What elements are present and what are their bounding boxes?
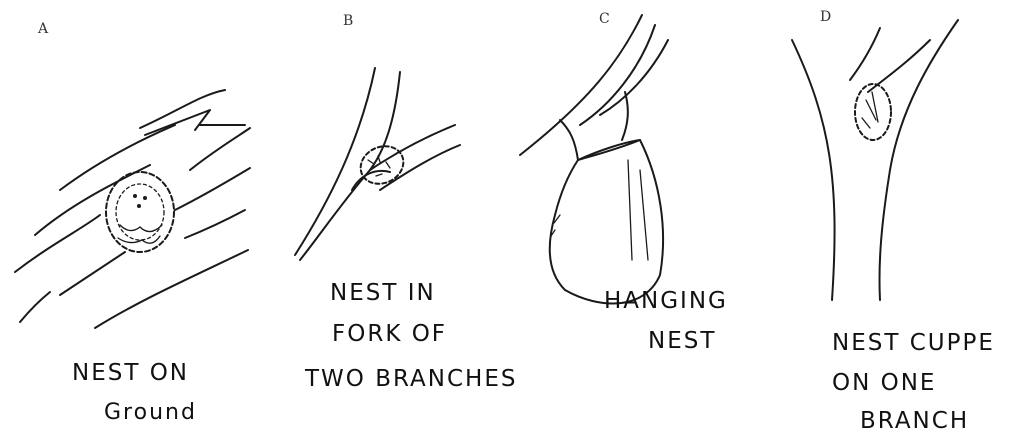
egg bbox=[143, 196, 147, 200]
ground-stroke bbox=[190, 128, 250, 170]
ground-stroke bbox=[95, 250, 248, 328]
branch bbox=[560, 120, 578, 160]
nest-rim bbox=[578, 140, 640, 160]
branch bbox=[879, 20, 958, 300]
egg bbox=[137, 204, 141, 208]
caption-d-line-1: NEST CUPPE bbox=[832, 332, 995, 355]
fork-nest bbox=[354, 139, 409, 190]
ground-stroke bbox=[175, 168, 250, 210]
hanging-nest bbox=[550, 140, 663, 304]
caption-a-line-2: Ground bbox=[104, 402, 197, 424]
caption-c-line-2: NEST bbox=[648, 330, 716, 353]
caption-d-line-2: ON ONE bbox=[832, 372, 936, 395]
panel-a-ground-sketch bbox=[15, 90, 250, 328]
panel-c-hanging-sketch bbox=[520, 15, 668, 304]
branch bbox=[580, 25, 655, 125]
caption-b-line-1: NEST IN bbox=[330, 282, 436, 305]
egg bbox=[133, 194, 137, 198]
ground-stroke bbox=[185, 210, 245, 238]
caption-b-line-2: FORK OF bbox=[332, 323, 447, 346]
ground-stroke bbox=[60, 252, 125, 295]
branch bbox=[792, 40, 835, 300]
nest-texture bbox=[120, 225, 162, 232]
ground-stroke bbox=[60, 125, 175, 190]
nest-texture bbox=[862, 92, 878, 128]
branch bbox=[850, 28, 880, 80]
caption-b-line-3: TWO BRANCHES bbox=[305, 368, 517, 391]
caption-c-line-1: HANGING bbox=[604, 290, 728, 313]
caption-a-line-1: NEST ON bbox=[72, 362, 189, 385]
ground-stroke bbox=[15, 215, 100, 272]
panel-b-fork-sketch bbox=[295, 68, 460, 260]
branch bbox=[380, 145, 460, 190]
cupped-nest bbox=[855, 84, 891, 140]
ground-nest-inner bbox=[116, 184, 164, 240]
ground-stroke bbox=[20, 292, 50, 322]
panel-d-branch-sketch bbox=[792, 20, 958, 300]
caption-d-line-3: BRANCH bbox=[860, 410, 969, 433]
branch bbox=[300, 72, 400, 260]
ground-stroke bbox=[140, 90, 225, 128]
nest-texture bbox=[551, 160, 648, 260]
branch bbox=[295, 68, 375, 255]
ground-stroke bbox=[35, 165, 150, 235]
ground-stroke bbox=[145, 110, 210, 135]
branch bbox=[600, 40, 668, 115]
